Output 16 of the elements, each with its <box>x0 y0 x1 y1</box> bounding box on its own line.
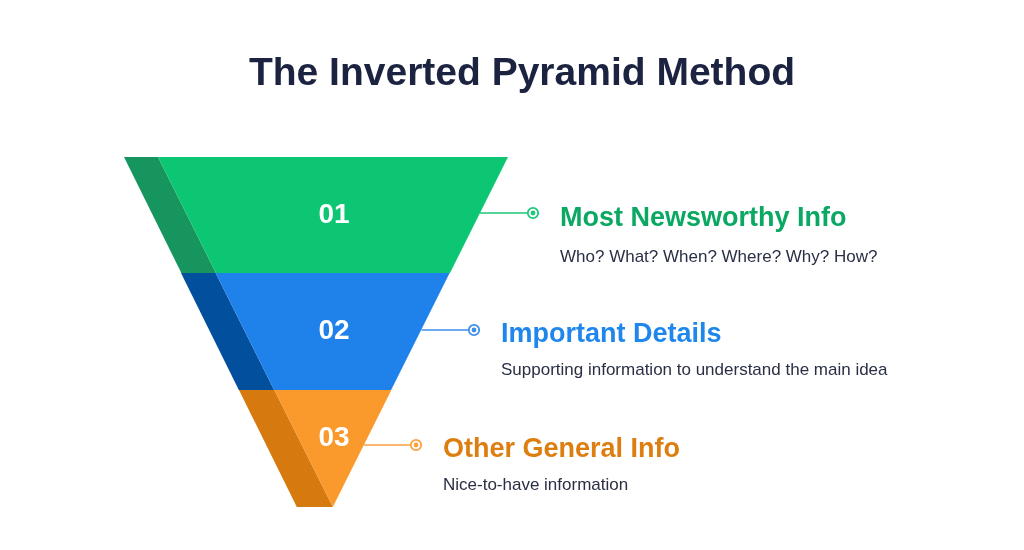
section-description: Nice-to-have information <box>443 474 629 495</box>
diagram-title: The Inverted Pyramid Method <box>248 49 796 95</box>
leader-line <box>363 438 423 452</box>
section-number: 01 <box>318 198 350 230</box>
section-description: Supporting information to understand the main idea <box>501 359 888 380</box>
section-description: Who? What? When? Where? Why? How? <box>560 246 878 267</box>
section-heading: Important Details <box>501 317 722 349</box>
leader-line <box>420 323 481 337</box>
pyramid-section <box>181 273 450 390</box>
section-heading: Most Newsworthy Info <box>560 201 847 233</box>
section-number: 02 <box>318 314 350 346</box>
section-heading: Other General Info <box>443 432 681 464</box>
pyramid-section <box>239 390 392 507</box>
section-number: 03 <box>318 421 350 453</box>
leader-line <box>479 206 540 220</box>
pyramid-section <box>124 157 508 273</box>
